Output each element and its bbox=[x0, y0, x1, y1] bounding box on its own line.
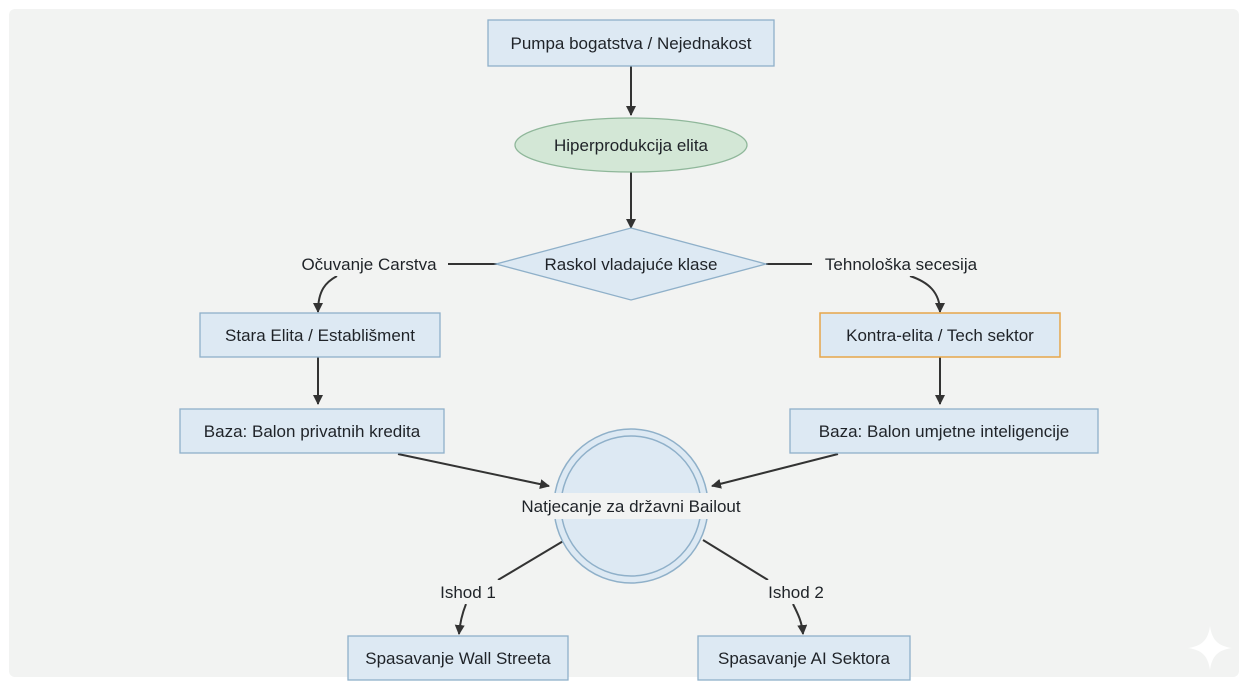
node-baza-ai-label: Baza: Balon umjetne inteligencije bbox=[819, 422, 1069, 441]
sparkle-icon bbox=[1188, 626, 1232, 670]
node-hiperprodukcija-label: Hiperprodukcija elita bbox=[554, 136, 709, 155]
node-baza-ai[interactable]: Baza: Balon umjetne inteligencije bbox=[789, 408, 1099, 454]
edge-label-bg-ishod1 bbox=[432, 580, 504, 604]
edge-label-bg-ocuvanje bbox=[290, 252, 448, 276]
node-kontra-elita[interactable]: Kontra-elita / Tech sektor bbox=[819, 312, 1061, 358]
node-natjecanje-label: Natjecanje za državni Bailout bbox=[521, 497, 741, 516]
node-spas-wall-label: Spasavanje Wall Streeta bbox=[365, 649, 551, 668]
edge-label-ocuvanje: Očuvanje Carstva bbox=[301, 255, 437, 274]
edge-ai-natjecanje bbox=[711, 453, 839, 489]
edge-tehno-kontra bbox=[909, 275, 945, 313]
edge-label-bg-tehno bbox=[812, 252, 990, 276]
edge-label-bg-ishod2 bbox=[760, 580, 832, 604]
edge-label-ishod2: Ishod 2 bbox=[768, 583, 824, 602]
edge-natjecanje-ishod2 bbox=[702, 539, 769, 581]
node-stara-elita[interactable]: Stara Elita / Establišment bbox=[199, 312, 441, 358]
edge-ishod2-ai bbox=[792, 603, 808, 635]
edges bbox=[313, 66, 945, 635]
edge-label-ishod1: Ishod 1 bbox=[440, 583, 496, 602]
node-spas-ai-label: Spasavanje AI Sektora bbox=[718, 649, 891, 668]
node-hiperprodukcija[interactable]: Hiperprodukcija elita bbox=[514, 117, 748, 173]
node-pumpa-label: Pumpa bogatstva / Nejednakost bbox=[511, 34, 752, 53]
node-natjecanje-label-bg bbox=[505, 493, 757, 519]
node-spas-wall[interactable]: Spasavanje Wall Streeta bbox=[347, 635, 569, 681]
edge-kredit-natjecanje bbox=[397, 453, 550, 490]
node-spas-ai[interactable]: Spasavanje AI Sektora bbox=[697, 635, 911, 681]
node-raskol-label: Raskol vladajuće klase bbox=[545, 255, 718, 274]
node-baza-kredit-label: Baza: Balon privatnih kredita bbox=[204, 422, 421, 441]
node-stara-elita-label: Stara Elita / Establišment bbox=[225, 326, 415, 345]
node-natjecanje[interactable]: Natjecanje za državni Bailout bbox=[505, 428, 757, 584]
edge-natjecanje-ishod1 bbox=[497, 539, 566, 581]
node-raskol[interactable]: Raskol vladajuće klase bbox=[493, 227, 769, 301]
node-kontra-elita-label: Kontra-elita / Tech sektor bbox=[846, 326, 1034, 345]
node-pumpa[interactable]: Pumpa bogatstva / Nejednakost bbox=[487, 19, 775, 67]
node-baza-kredit[interactable]: Baza: Balon privatnih kredita bbox=[179, 408, 445, 454]
edge-ocuvanje-stara bbox=[313, 275, 338, 313]
edge-labels: Očuvanje Carstva Tehnološka secesija Ish… bbox=[290, 252, 990, 604]
edge-label-tehno: Tehnološka secesija bbox=[825, 255, 978, 274]
edge-ishod1-wall bbox=[454, 603, 467, 635]
